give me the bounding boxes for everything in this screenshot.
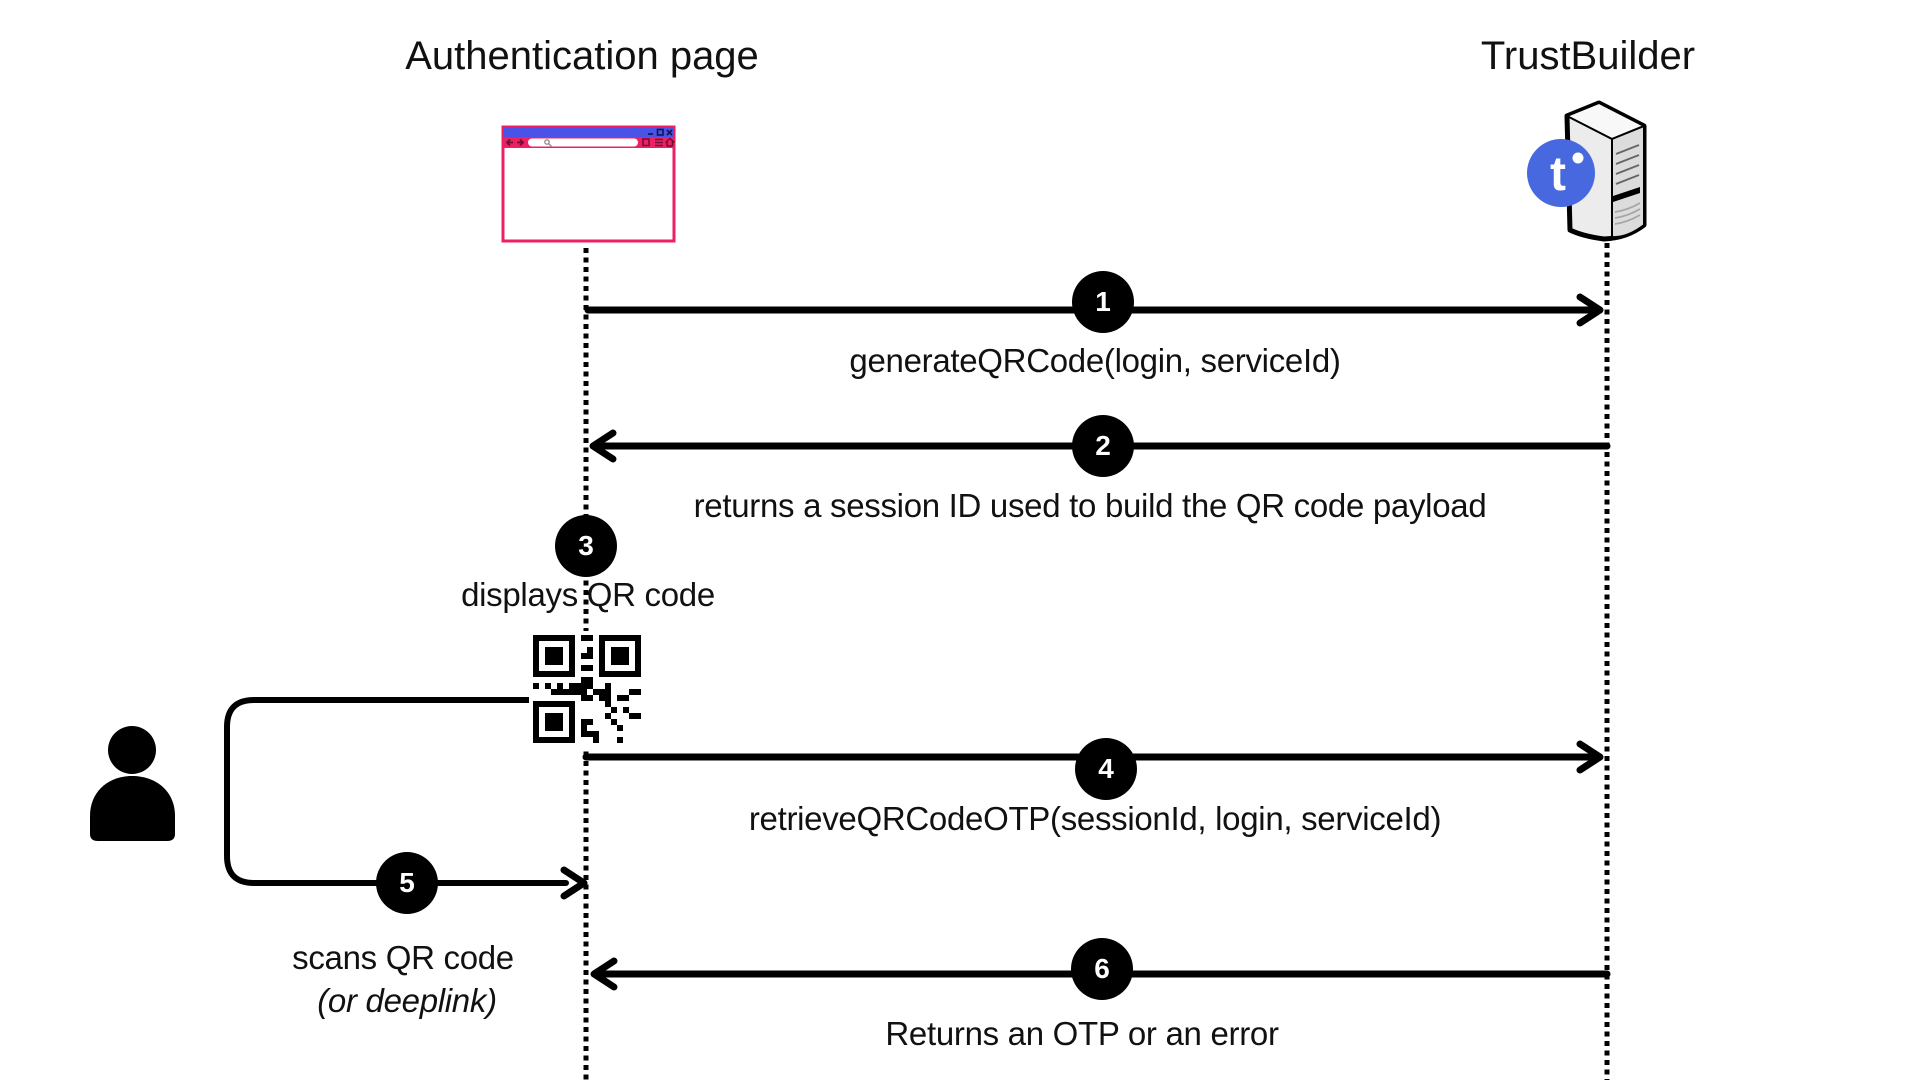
- svg-text:t: t: [1550, 148, 1566, 201]
- step-badge-1: 1: [1072, 271, 1134, 333]
- step-badge-3: 3: [555, 515, 617, 577]
- step-number: 6: [1094, 953, 1110, 984]
- browser-nav-arrows-icon: [505, 138, 525, 147]
- step-number: 5: [399, 867, 415, 898]
- step-badge-6: 6: [1071, 938, 1133, 1000]
- message-label-3: displays QR code: [461, 576, 715, 613]
- browser-window-controls-icon: [648, 128, 673, 136]
- step-number: 3: [578, 530, 594, 561]
- message-label-1: generateQRCode(login, serviceId): [849, 342, 1341, 379]
- message-label-5: scans QR code: [292, 939, 514, 976]
- actor-title-authentication-page: Authentication page: [405, 34, 759, 78]
- step-number: 4: [1098, 753, 1114, 784]
- step-number: 1: [1095, 286, 1111, 317]
- message-label-4: retrieveQRCodeOTP(sessionId, login, serv…: [748, 800, 1442, 837]
- message-label-6: Returns an OTP or an error: [885, 1015, 1279, 1052]
- browser-search-icon: [544, 139, 552, 147]
- browser-toolbar-icons: [642, 137, 675, 147]
- step-badge-2: 2: [1072, 415, 1134, 477]
- arrow-step-5-elbow: [224, 697, 588, 900]
- step-badge-5: 5: [376, 852, 438, 914]
- server-icon: t: [1527, 100, 1647, 242]
- server-vents: [1615, 144, 1640, 185]
- trustbuilder-logo-icon: t: [1527, 139, 1595, 207]
- message-label-2: returns a session ID used to build the Q…: [693, 487, 1487, 524]
- server-drive-slot: [1613, 187, 1640, 202]
- person-icon: [90, 726, 175, 841]
- browser-address-bar: [528, 138, 638, 147]
- actor-title-trustbuilder: TrustBuilder: [1480, 34, 1696, 78]
- browser-window-icon: [501, 125, 676, 243]
- message-sublabel-5: (or deeplink): [317, 982, 497, 1019]
- server-grill-lines: [1614, 202, 1641, 225]
- step-number: 2: [1095, 430, 1111, 461]
- step-badge-4: 4: [1075, 738, 1137, 800]
- qr-code-icon: [529, 631, 645, 747]
